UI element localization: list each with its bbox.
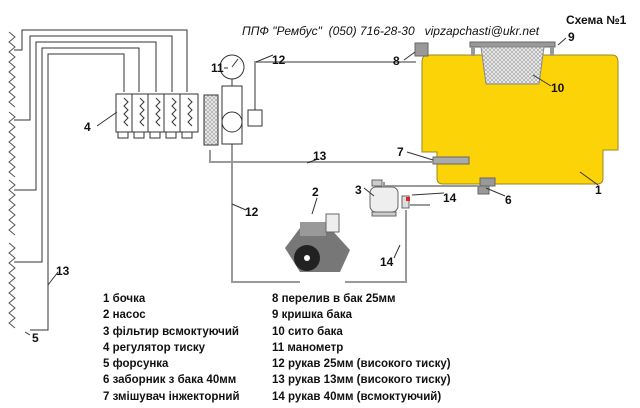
callout-13-tank: 13 bbox=[313, 149, 327, 163]
callout-7: 7 bbox=[397, 145, 404, 159]
callout-3: 3 bbox=[355, 183, 362, 197]
manometer-icon bbox=[219, 54, 245, 86]
callout-10: 10 bbox=[551, 81, 565, 95]
line-filter bbox=[203, 94, 219, 146]
callout-14-pump: 14 bbox=[380, 255, 394, 269]
legend-item: 5 форсунка bbox=[103, 358, 169, 371]
nozzle-feed-lines bbox=[14, 29, 188, 331]
callout-6: 6 bbox=[505, 193, 512, 207]
pressure-regulator bbox=[115, 93, 199, 139]
callout-1: 1 bbox=[595, 183, 602, 197]
callout-9: 9 bbox=[568, 30, 575, 44]
injector-mixer bbox=[432, 156, 470, 165]
legend-item: 8 перелив в бак 25мм bbox=[272, 293, 396, 305]
nozzle-boom bbox=[8, 31, 16, 329]
company-header: ППФ "Рембус" (050) 716-28-30 vipzapchast… bbox=[242, 24, 540, 38]
legend-left: 1 бочка 2 насос 3 фільтир всмоктуючий 4 … bbox=[103, 291, 240, 405]
hose-12 bbox=[231, 140, 300, 283]
legend-item: 7 змішувач інжекторний bbox=[103, 390, 240, 403]
tank-intake bbox=[479, 177, 496, 187]
legend-item: 3 фільтир всмоктуючий bbox=[103, 325, 239, 338]
callout-12-top: 12 bbox=[272, 53, 286, 67]
scheme-title: Схема №1 bbox=[566, 13, 627, 27]
control-valve bbox=[221, 85, 263, 145]
callout-14-suction: 14 bbox=[443, 191, 457, 205]
legend-item: 10 сито бака bbox=[272, 325, 343, 338]
callout-11: 11 bbox=[211, 61, 224, 75]
tank-sieve bbox=[480, 46, 545, 85]
hose-12-return bbox=[254, 61, 416, 118]
tank-lid bbox=[469, 41, 556, 48]
hose-14-suction bbox=[383, 182, 478, 187]
suction-filter-icon bbox=[369, 179, 410, 217]
overflow-fitting bbox=[414, 42, 429, 57]
legend-item: 2 насос bbox=[103, 309, 146, 322]
callout-12-pump: 12 bbox=[245, 205, 259, 219]
legend-item: 9 кришка бака bbox=[272, 309, 353, 322]
legend-right: 8 перелив в бак 25мм 9 кришка бака 10 си… bbox=[272, 291, 451, 405]
legend-item: 13 рукав 13мм (високого тиску) bbox=[272, 374, 451, 387]
callout-8: 8 bbox=[393, 54, 400, 68]
legend-item: 4 регулятор тиску bbox=[103, 341, 206, 354]
callout-2: 2 bbox=[312, 185, 319, 199]
pump-icon bbox=[285, 213, 350, 272]
legend-item: 14 рукав 40мм (всмоктуючий) bbox=[272, 390, 442, 403]
callout-4: 4 bbox=[84, 120, 91, 134]
legend-item: 6 заборник з бака 40мм bbox=[103, 374, 237, 387]
callout-13-boom: 13 bbox=[56, 264, 70, 278]
hose-13 bbox=[209, 150, 433, 163]
legend-item: 12 рукав 25мм (високого тиску) bbox=[272, 358, 451, 371]
hose-14-pump bbox=[345, 210, 407, 283]
legend-item: 11 манометр bbox=[272, 341, 344, 354]
legend-item: 1 бочка bbox=[103, 293, 146, 305]
callout-5: 5 bbox=[32, 331, 39, 345]
